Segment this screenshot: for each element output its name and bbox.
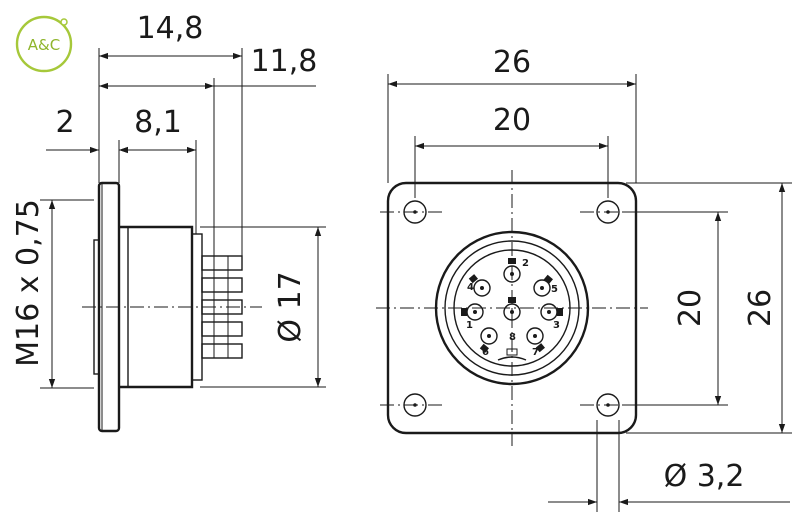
- dim-thread: M16 x 0,75: [11, 199, 46, 367]
- side-view: 14,8 11,8 2 8,1 Ø 17 M16 x 0,75: [11, 11, 326, 433]
- dim-hole-diameter: Ø 3,2: [664, 459, 745, 494]
- dim-flange-width: 26: [493, 45, 531, 80]
- pin-label-2: 2: [522, 258, 529, 269]
- dim-body-length: 11,8: [251, 44, 318, 79]
- dim-hole-spacing-x: 20: [493, 103, 531, 138]
- pin-numbers: 1 2 3 4 5 6 7 8: [466, 258, 560, 358]
- logo-text: A&C: [28, 36, 60, 54]
- dim-overall-length: 14,8: [137, 11, 204, 46]
- front-view: 1 2 3 4 5 6 7 8 26 20: [376, 45, 792, 512]
- pin-label-1: 1: [466, 320, 473, 331]
- pin-label-3: 3: [553, 320, 560, 331]
- contact-sockets: [461, 258, 563, 353]
- dim-thread-length: 8,1: [134, 105, 182, 140]
- dim-flange-thickness: 2: [55, 105, 74, 140]
- brand-logo: A&C: [15, 15, 73, 73]
- pin-label-4: 4: [467, 282, 474, 293]
- pin-label-5: 5: [551, 284, 558, 295]
- pin-label-6: 6: [482, 347, 489, 358]
- pin-label-8: 8: [509, 332, 516, 343]
- dim-flange-height: 26: [743, 289, 778, 327]
- pin-label-7: 7: [532, 347, 539, 358]
- dim-hole-spacing-y: 20: [673, 289, 708, 327]
- dim-body-diameter: Ø 17: [273, 271, 308, 342]
